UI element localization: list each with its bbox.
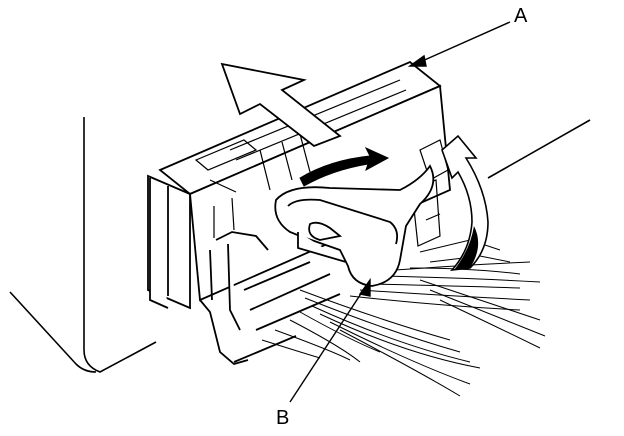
- callout-label-b: B: [276, 407, 290, 429]
- pull-direction-arrow: [220, 62, 342, 148]
- mounting-panel: [9, 117, 591, 373]
- rotate-arrow-small: [299, 146, 390, 187]
- leader-lines: [289, 21, 511, 403]
- callout-label-a: A: [514, 5, 528, 27]
- rotate-arrow-large: [441, 134, 489, 272]
- lock-lever: [274, 164, 435, 287]
